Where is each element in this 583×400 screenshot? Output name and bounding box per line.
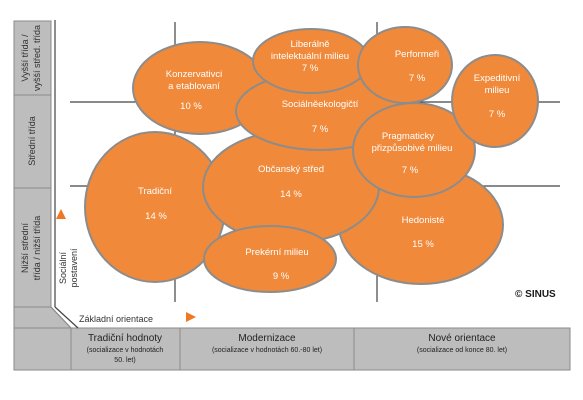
milieu-tradicni-line1: Tradiční xyxy=(138,186,172,197)
milieu-hedoniste-pct: 15 % xyxy=(412,239,434,250)
milieu-socialneekologicti-line1: Sociálněekologičtí xyxy=(282,99,359,110)
milieu-performeri-line1: Performeři xyxy=(395,49,439,60)
milieu-performeri-pct: 7 % xyxy=(409,73,426,84)
axis-lower-class-line1: Nižší střední xyxy=(20,222,30,273)
milieu-prekerni-line1: Prekérní milieu xyxy=(245,247,308,258)
column-new-orientations-sub1: (socializace od konce 80. let) xyxy=(417,347,507,354)
column-modernization-sub1: (socializace v hodnotách 60.-80 let) xyxy=(212,347,322,354)
axis-upper-class-line1: Vyšší třída / xyxy=(20,34,30,82)
milieu-shape-expeditivni xyxy=(451,54,539,148)
milieu-expeditivni-line1: Expeditivní xyxy=(474,73,521,84)
milieu-socialneekologicti-pct: 7 % xyxy=(312,124,329,135)
milieu-pragmaticky-line2: přizpůsobivé milieu xyxy=(372,143,453,154)
basic-orientation-label: Základní orientace xyxy=(79,314,153,324)
milieu-shape-performeri xyxy=(357,26,453,104)
milieu-liberalne-pct: 7 % xyxy=(302,63,319,74)
social-position-label-line2: postavení xyxy=(69,248,79,288)
social-position-label-line1: Sociální xyxy=(58,251,68,284)
milieu-liberalne-line2: intelektuální milieu xyxy=(271,51,349,62)
column-new-orientations-title: Nové orientace xyxy=(428,333,496,344)
milieu-konzervativci-line1: Konzervativci xyxy=(166,69,223,80)
milieu-tradicni-pct: 14 % xyxy=(145,211,167,222)
milieu-expeditivni-line2: milieu xyxy=(485,85,510,96)
milieu-labels: Liberálně intelektuální milieu 7 % Perfo… xyxy=(138,39,521,282)
milieu-pragmaticky-line1: Pragmaticky xyxy=(382,131,435,142)
milieu-pragmaticky-pct: 7 % xyxy=(402,165,419,176)
copyright-label: © SINUS xyxy=(515,289,556,300)
milieu-shape-pragmaticky xyxy=(352,102,476,198)
milieu-expeditivni-pct: 7 % xyxy=(489,109,506,120)
column-modernization-title: Modernizace xyxy=(238,333,296,344)
milieu-obcansky-pct: 14 % xyxy=(280,189,302,200)
milieu-obcansky-line1: Občanský střed xyxy=(258,164,324,175)
social-position-arrow-icon xyxy=(56,209,66,219)
milieu-konzervativci-pct: 10 % xyxy=(180,101,202,112)
axis-lower-class-line2: třída / nižší třída xyxy=(32,216,42,281)
milieu-shapes xyxy=(84,26,539,293)
column-traditional-title: Tradiční hodnoty xyxy=(88,333,162,344)
milieu-konzervativci-line2: a etablovaní xyxy=(168,81,220,92)
milieu-hedoniste-line1: Hedonisté xyxy=(402,215,445,226)
milieu-prekerni-pct: 9 % xyxy=(273,271,290,282)
column-traditional-sub1: (socializace v hodnotách xyxy=(87,347,164,354)
milieu-liberalne-line1: Liberálně xyxy=(290,39,329,50)
axis-upper-class-line2: vyšší střed. třída xyxy=(32,25,42,91)
bottom-axis-panel: Tradiční hodnoty (socializace v hodnotác… xyxy=(13,306,571,371)
basic-orientation-arrow-icon xyxy=(186,312,196,322)
column-traditional-sub2: 50. let) xyxy=(114,357,135,364)
milieu-shape-prekerni xyxy=(203,225,337,293)
axis-middle-class: Střední třída xyxy=(27,116,37,166)
left-axis-panel: Vyšší třída / vyšší střed. třída Střední… xyxy=(13,20,52,308)
